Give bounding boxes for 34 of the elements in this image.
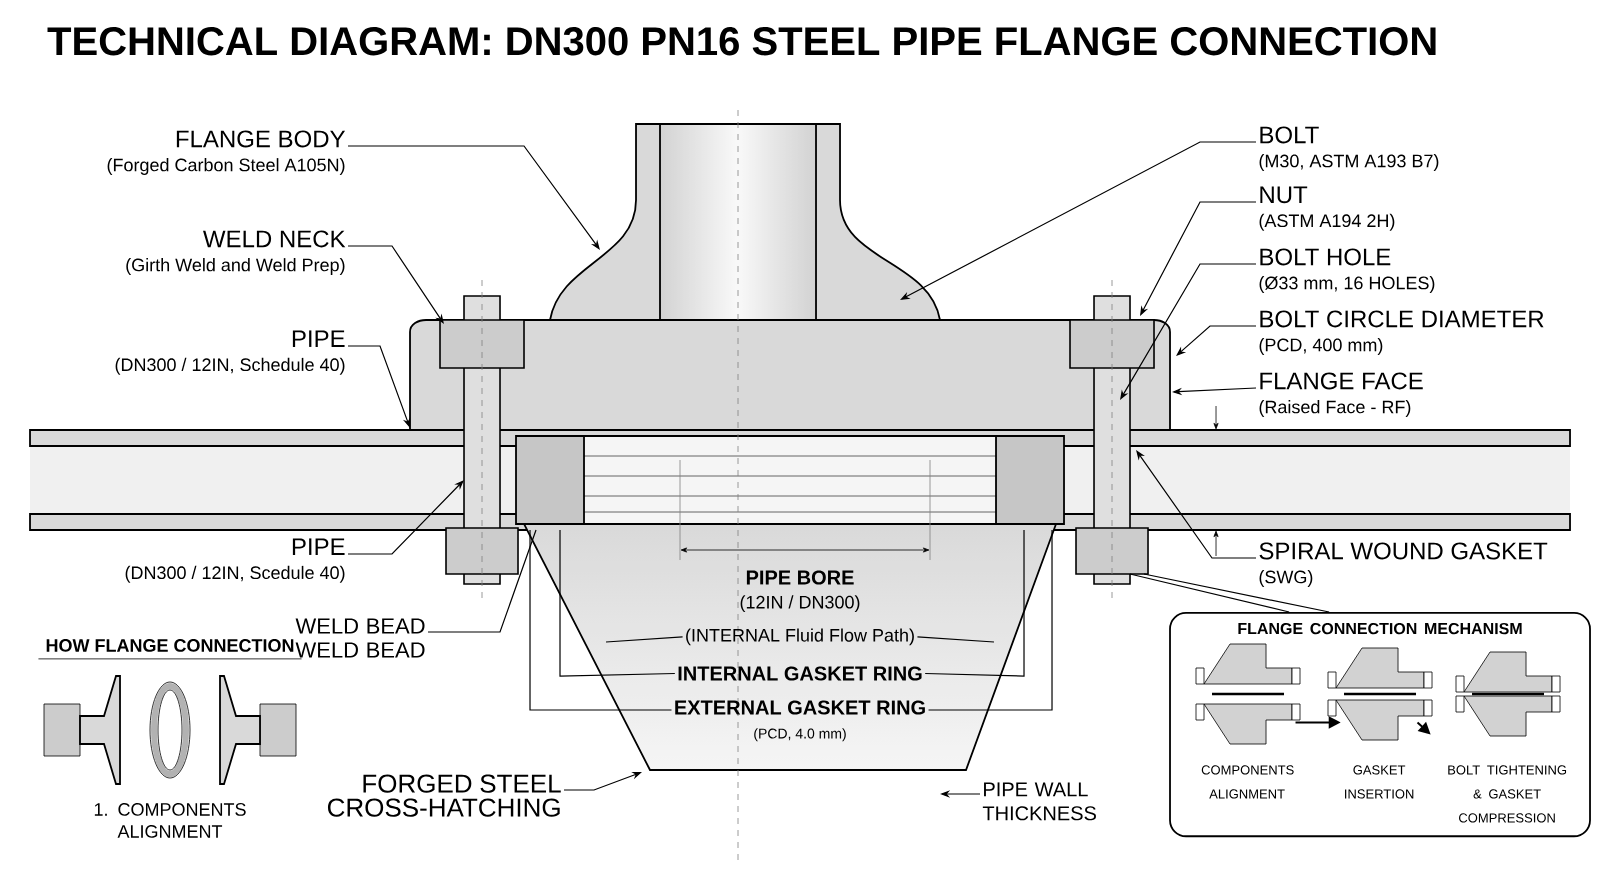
callout-label: NUT (ASTM A194 2H) (1259, 186, 1395, 231)
leader-line (1143, 573, 1330, 613)
callout-label: BOLT HOLE (Ø33 mm, 16 HOLES) (1259, 248, 1435, 293)
leader-line (1140, 201, 1257, 316)
leader-line (347, 145, 600, 250)
callout-label: FORGED STEEL CROSS-HATCHING (327, 774, 561, 817)
leader-line (1120, 263, 1257, 400)
callout-label: BOLT (M30, ASTM A193 B7) (1259, 126, 1439, 171)
leader-line (1176, 325, 1257, 356)
callout-label: INTERNAL GASKET RING (678, 666, 922, 681)
leader-line (924, 529, 1025, 677)
callout-label: PIPE (DN300 / 12IN, Schedule 40) (115, 330, 345, 375)
callout-label: PIPE (DN300 / 12IN, Scedule 40) (125, 538, 345, 583)
bore-label: PIPE BORE (12IN / DN300) (740, 570, 860, 613)
leader-line (347, 245, 444, 324)
leader-line (927, 529, 1053, 711)
title: TECHNICAL DIAGRAM: DN300 PN16 STEEL PIPE FLANGE CONNECTION (47, 27, 1436, 56)
callout-label: FLANGE FACE (Raised Face - RF) (1259, 372, 1423, 417)
callout-label: PIPE WALL THICKNESS (982, 782, 1096, 821)
leader-line (916, 636, 995, 643)
leader-line (529, 529, 673, 711)
step-caption: 1. COMPONENTS ALIGNMENT (94, 803, 246, 838)
callout-label: BOLT CIRCLE DIAMETER (PCD, 400 mm) (1259, 310, 1544, 355)
callout-label: FLANGE BODY (Forged Carbon Steel A105N) (107, 130, 346, 175)
leader-line (347, 480, 464, 555)
callout-label: (INTERNAL Fluid Flow Path) (686, 628, 914, 646)
leader-line (605, 636, 684, 643)
leader-line (559, 529, 676, 677)
leader-line (1129, 573, 1290, 613)
callout-label: SPIRAL WOUND GASKET (SWG) (1259, 542, 1548, 587)
leader-line (1136, 450, 1257, 559)
leader-line (900, 141, 1257, 300)
callout-label: WELD NECK (Girth Weld and Weld Prep) (126, 230, 346, 275)
leader-line (427, 529, 537, 633)
